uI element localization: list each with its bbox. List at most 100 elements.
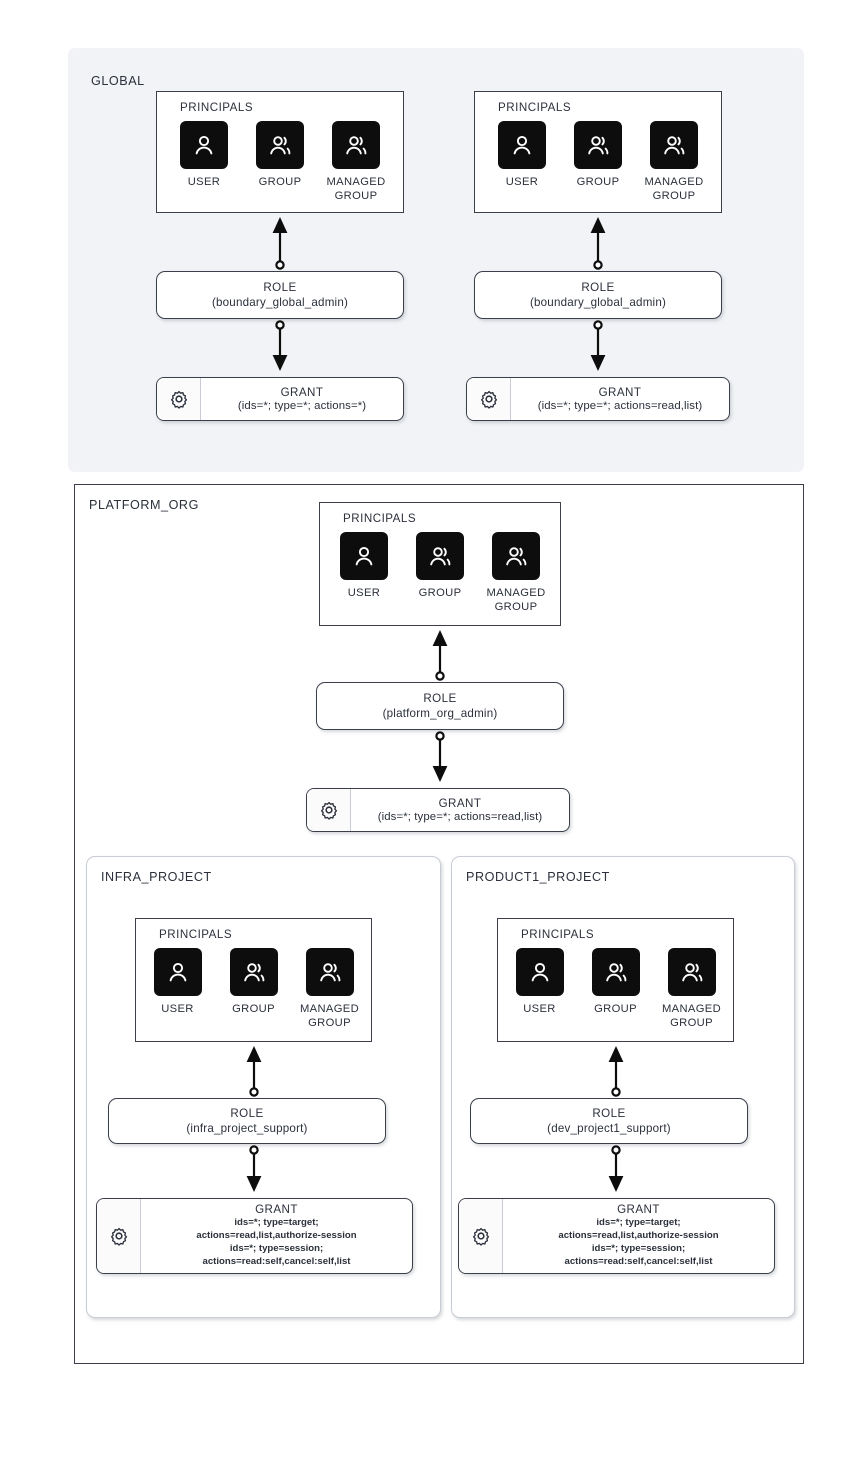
gear-icon bbox=[459, 1199, 503, 1273]
principal-managed-group[interactable]: MANAGED GROUP bbox=[485, 532, 547, 614]
role-name: (boundary_global_admin) bbox=[211, 296, 349, 309]
role-title: ROLE bbox=[263, 281, 297, 294]
grant-body: GRANT (ids=*; type=*; actions=read,list) bbox=[351, 789, 569, 831]
grant-text: (ids=*; type=*; actions=read,list) bbox=[537, 400, 703, 412]
principal-label: MANAGED GROUP bbox=[326, 176, 386, 202]
grant-body: GRANT ids=*; type=target; actions=read,l… bbox=[503, 1199, 774, 1273]
grant-title: GRANT bbox=[280, 386, 324, 399]
principal-user[interactable]: USER bbox=[491, 121, 553, 203]
scope-global: GLOBAL PRINCIPALS USER bbox=[68, 48, 804, 472]
principals-box: PRINCIPALS USER bbox=[474, 91, 722, 213]
principals-box: PRINCIPALS USER bbox=[156, 91, 404, 213]
grant-text: (ids=*; type=*; actions=*) bbox=[237, 400, 367, 412]
connector-role-to-grant bbox=[428, 731, 452, 784]
principal-user[interactable]: USER bbox=[333, 532, 395, 614]
role-title: ROLE bbox=[230, 1107, 264, 1120]
principal-label: USER bbox=[161, 1003, 194, 1015]
principal-label: GROUP bbox=[418, 587, 462, 599]
principal-group[interactable]: GROUP bbox=[567, 121, 629, 203]
role-box[interactable]: ROLE (boundary_global_admin) bbox=[156, 271, 404, 319]
grant-box[interactable]: GRANT (ids=*; type=*; actions=read,list) bbox=[306, 788, 570, 832]
principal-managed-group[interactable]: MANAGED GROUP bbox=[643, 121, 705, 203]
principal-label: GROUP bbox=[576, 176, 620, 188]
connector-role-to-grant bbox=[604, 1145, 628, 1194]
principals-title: PRINCIPALS bbox=[343, 512, 417, 525]
role-box[interactable]: ROLE (infra_project_support) bbox=[108, 1098, 386, 1144]
connector-role-to-principals bbox=[604, 1044, 628, 1097]
role-box[interactable]: ROLE (platform_org_admin) bbox=[316, 682, 564, 730]
principal-label: MANAGED GROUP bbox=[299, 1003, 360, 1029]
role-title: ROLE bbox=[592, 1107, 626, 1120]
grant-text: (ids=*; type=*; actions=read,list) bbox=[377, 811, 543, 823]
gear-icon bbox=[307, 789, 351, 831]
principal-user[interactable]: USER bbox=[173, 121, 235, 203]
grant-box[interactable]: GRANT ids=*; type=target; actions=read,l… bbox=[96, 1198, 413, 1274]
principals-box: PRINCIPALS USER bbox=[319, 502, 561, 626]
grant-body: GRANT (ids=*; type=*; actions=*) bbox=[201, 378, 403, 420]
grant-text: ids=*; type=target; actions=read,list,au… bbox=[558, 1217, 719, 1267]
principal-managed-group[interactable]: MANAGED GROUP bbox=[325, 121, 387, 203]
scope-infra-project: INFRA_PROJECT PRINCIPALS USER bbox=[86, 856, 441, 1318]
managed-group-icon bbox=[332, 121, 380, 169]
role-box[interactable]: ROLE (boundary_global_admin) bbox=[474, 271, 722, 319]
group-icon bbox=[229, 948, 278, 996]
scope-platform-org: PLATFORM_ORG PRINCIPALS USER bbox=[74, 484, 804, 1364]
grant-body: GRANT ids=*; type=target; actions=read,l… bbox=[141, 1199, 412, 1273]
scope-project-label: PRODUCT1_PROJECT bbox=[466, 870, 610, 884]
principal-group[interactable]: GROUP bbox=[585, 948, 647, 1030]
role-title: ROLE bbox=[423, 692, 457, 705]
grant-box[interactable]: GRANT (ids=*; type=*; actions=read,list) bbox=[466, 377, 730, 421]
principals-box: PRINCIPALS USER bbox=[135, 918, 372, 1042]
user-icon bbox=[153, 948, 202, 996]
grant-box[interactable]: GRANT ids=*; type=target; actions=read,l… bbox=[458, 1198, 775, 1274]
connector-role-to-grant bbox=[586, 320, 610, 373]
managed-group-icon bbox=[305, 948, 354, 996]
principal-label: USER bbox=[505, 176, 539, 188]
scope-global-label: GLOBAL bbox=[91, 74, 145, 88]
connector-role-to-grant bbox=[242, 1145, 266, 1194]
role-title: ROLE bbox=[581, 281, 615, 294]
principal-label: MANAGED GROUP bbox=[661, 1003, 722, 1029]
user-icon bbox=[498, 121, 546, 169]
connector-role-to-grant bbox=[268, 320, 292, 373]
role-name: (boundary_global_admin) bbox=[529, 296, 667, 309]
principal-label: MANAGED GROUP bbox=[486, 587, 546, 613]
principal-label: USER bbox=[347, 587, 381, 599]
principal-group[interactable]: GROUP bbox=[409, 532, 471, 614]
principal-group[interactable]: GROUP bbox=[249, 121, 311, 203]
principal-managed-group[interactable]: MANAGED GROUP bbox=[661, 948, 723, 1030]
principal-label: USER bbox=[187, 176, 221, 188]
principal-label: MANAGED GROUP bbox=[644, 176, 704, 202]
role-box[interactable]: ROLE (dev_project1_support) bbox=[470, 1098, 748, 1144]
principals-title: PRINCIPALS bbox=[159, 928, 233, 941]
principal-managed-group[interactable]: MANAGED GROUP bbox=[299, 948, 361, 1030]
user-icon bbox=[515, 948, 564, 996]
role-name: (platform_org_admin) bbox=[382, 707, 498, 720]
principal-group[interactable]: GROUP bbox=[223, 948, 285, 1030]
connector-role-to-principals bbox=[428, 628, 452, 681]
group-icon bbox=[574, 121, 622, 169]
grant-title: GRANT bbox=[255, 1203, 298, 1217]
connector-role-to-principals bbox=[242, 1044, 266, 1097]
principals-title: PRINCIPALS bbox=[521, 928, 595, 941]
gear-icon bbox=[157, 378, 201, 420]
managed-group-icon bbox=[667, 948, 716, 996]
gear-icon bbox=[97, 1199, 141, 1273]
principal-label: GROUP bbox=[594, 1003, 637, 1015]
role-name: (dev_project1_support) bbox=[547, 1122, 671, 1135]
scope-org-label: PLATFORM_ORG bbox=[89, 498, 199, 512]
principal-label: GROUP bbox=[232, 1003, 275, 1015]
principal-user[interactable]: USER bbox=[147, 948, 209, 1030]
scope-product1-project: PRODUCT1_PROJECT PRINCIPALS USER bbox=[451, 856, 795, 1318]
user-icon bbox=[340, 532, 388, 580]
principals-row: USER GROUP bbox=[498, 948, 733, 1030]
principal-user[interactable]: USER bbox=[509, 948, 571, 1030]
principals-row: USER GROUP bbox=[157, 121, 403, 203]
principals-title: PRINCIPALS bbox=[498, 101, 572, 114]
group-icon bbox=[591, 948, 640, 996]
connector-role-to-principals bbox=[586, 215, 610, 270]
user-icon bbox=[180, 121, 228, 169]
grant-body: GRANT (ids=*; type=*; actions=read,list) bbox=[511, 378, 729, 420]
grant-box[interactable]: GRANT (ids=*; type=*; actions=*) bbox=[156, 377, 404, 421]
principal-label: USER bbox=[523, 1003, 556, 1015]
